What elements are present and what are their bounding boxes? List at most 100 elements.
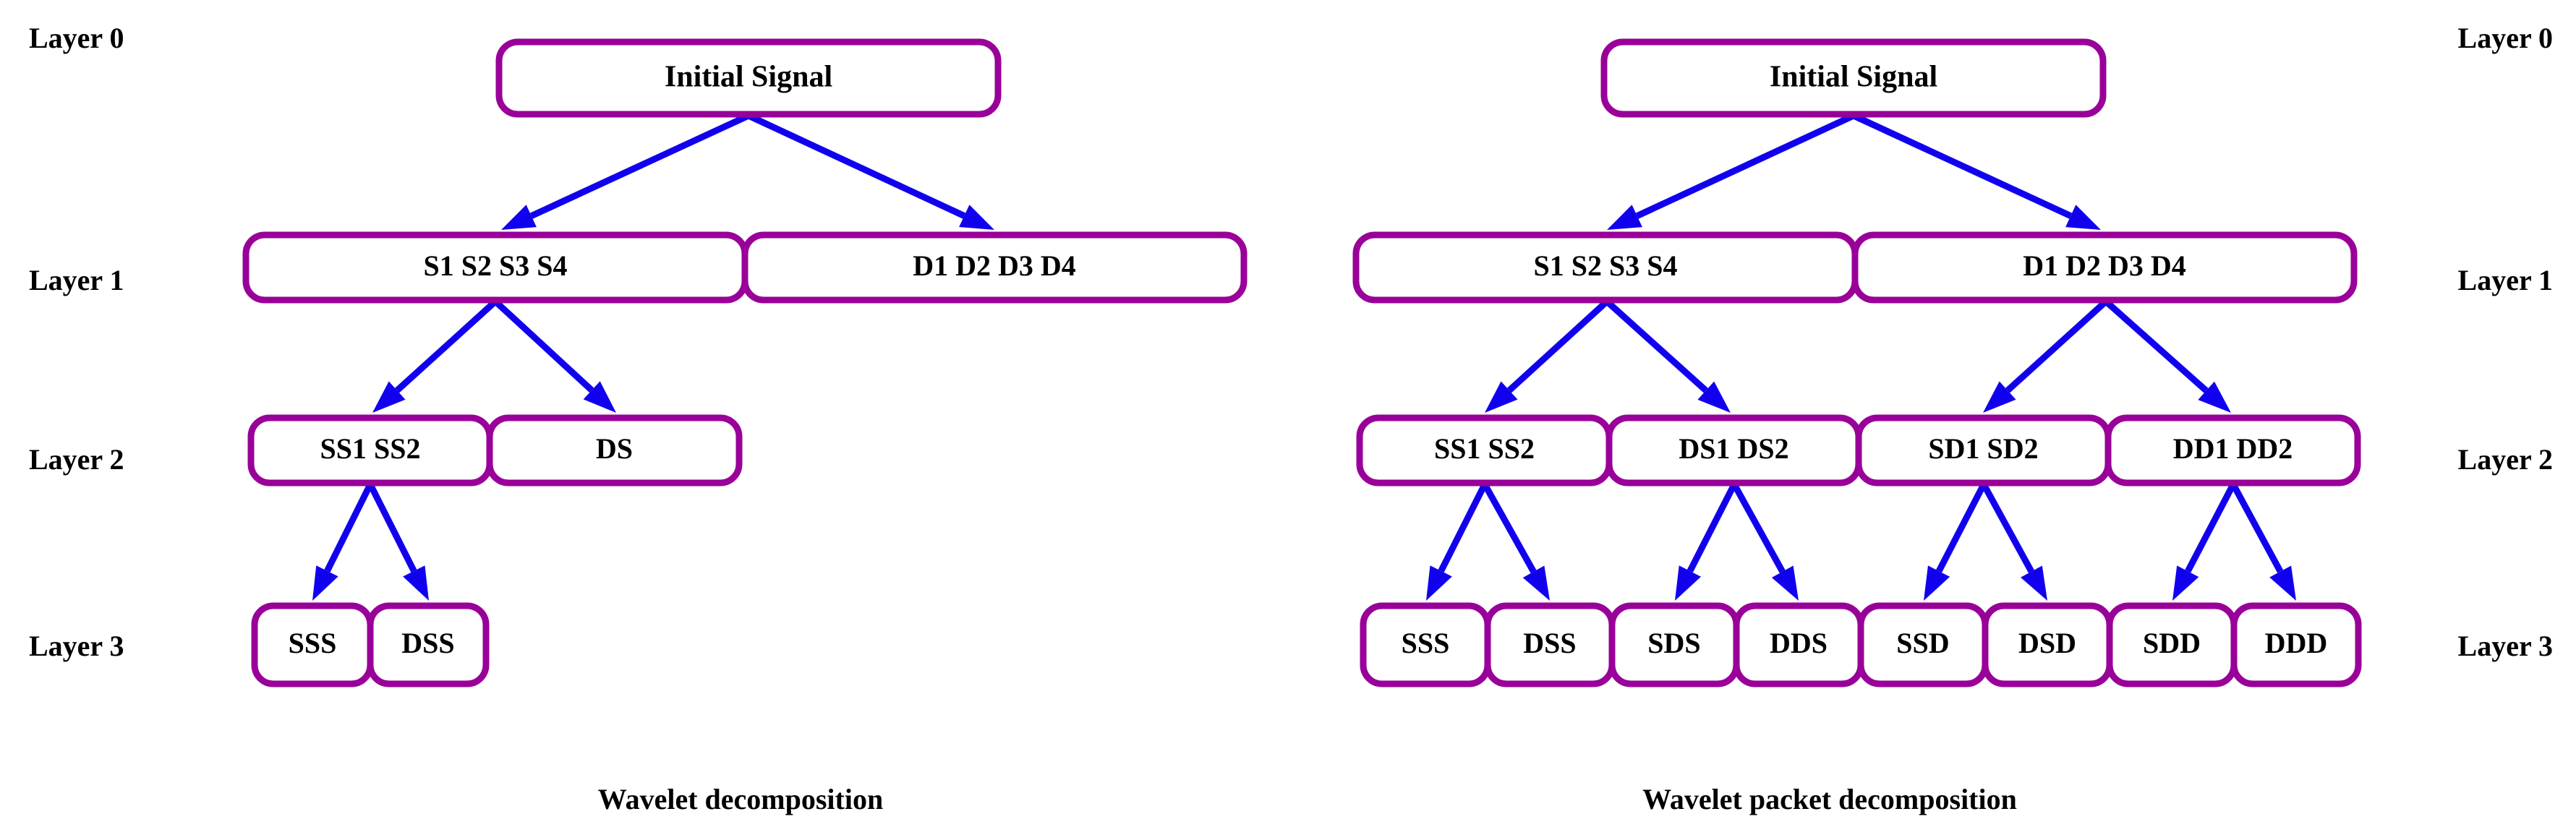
node-label: DSS [1523, 627, 1576, 659]
arrow-head-icon [312, 565, 338, 601]
layer-label-left-layer-2: Layer 2 [29, 443, 124, 476]
tree-node-ds1-ds2: DS1 DS2 [1605, 414, 1862, 487]
left-tree-edges [312, 112, 994, 601]
right-tree-edges [1426, 112, 2296, 601]
edge-shaft [1482, 482, 1537, 574]
node-label: DSS [401, 627, 454, 659]
tree-node-dss: DSS [367, 602, 490, 687]
tree-edge-R1D-to-R2DD [2104, 299, 2231, 413]
edge-shaft [1936, 482, 1987, 573]
tree-edge-R0-to-R1D [1852, 112, 2101, 230]
caption-wavelet-decomposition: Wavelet decomposition [598, 783, 883, 815]
tree-node-ds: DS [486, 414, 743, 487]
tree-node-sdd: SDD [2106, 602, 2238, 687]
node-label: DD1 DD2 [2173, 432, 2293, 465]
node-box [1851, 231, 2358, 304]
edge-shaft [1635, 112, 1855, 219]
tree-edge-R1D-to-R2SD [1983, 299, 2109, 413]
node-label: SDS [1647, 627, 1700, 659]
tree-node-sss: SSS [251, 602, 374, 687]
edge-shaft [1438, 482, 1488, 573]
node-label: S1 S2 S3 S4 [424, 249, 568, 282]
edge-shaft [2230, 482, 2284, 573]
tree-node-dds: DDS [1733, 602, 1864, 687]
node-label: SD1 SD2 [1928, 432, 2038, 465]
tree-edge-R2SD-to-R3DSD [1981, 482, 2047, 601]
arrow-head-icon [1607, 205, 1642, 230]
node-label: DS1 DS2 [1679, 432, 1788, 465]
node-label: SS1 SS2 [1434, 432, 1535, 465]
edge-shaft [2104, 299, 2209, 393]
arrow-head-icon [1426, 565, 1452, 601]
node-label: SSD [1896, 627, 1949, 659]
node-box [1600, 38, 2107, 118]
tree-edge-R1S-to-R2DS [1604, 299, 1731, 413]
layer-label-right-layer-0: Layer 0 [2458, 22, 2553, 54]
arrow-head-icon [2198, 381, 2231, 413]
tree-edge-R0-to-R1S [1607, 112, 1855, 230]
tree-node-dsd: DSD [1982, 602, 2113, 687]
edge-shaft [1604, 299, 1708, 393]
tree-edge-L1S-to-L2DS [492, 299, 616, 413]
caption-wavelet-packet-decomposition: Wavelet packet decomposition [1642, 783, 2017, 815]
arrow-head-icon [1983, 381, 2016, 413]
node-label: D1 D2 D3 D4 [913, 249, 1076, 282]
tree-node-ss1-ss2: SS1 SS2 [1356, 414, 1613, 487]
node-box [2230, 602, 2362, 687]
arrow-head-icon [2269, 565, 2296, 601]
arrow-head-icon [1924, 565, 1950, 601]
arrow-head-icon [372, 381, 406, 413]
tree-node-initial-signal: Initial Signal [495, 38, 1002, 118]
tree-edge-L2SS-to-L3SSS [312, 482, 374, 601]
layer-labels-left-column: Layer 0 Layer 1 Layer 2 Layer 3 [29, 22, 124, 662]
tree-edge-R2DS-to-R3SDS [1675, 482, 1738, 601]
arrow-head-icon [583, 381, 616, 413]
node-label: S1 S2 S3 S4 [1534, 249, 1678, 282]
node-label: DDS [1770, 627, 1827, 659]
tree-edge-L0-to-L1D [747, 112, 994, 230]
node-box [741, 231, 1248, 304]
edge-shaft [367, 482, 417, 573]
layer-label-right-layer-2: Layer 2 [2458, 443, 2553, 476]
node-label: SSS [289, 627, 337, 659]
tree-edge-R2DD-to-R3SDD [2172, 482, 2236, 601]
node-label: SDD [2143, 627, 2201, 659]
node-box [2104, 414, 2361, 487]
layer-label-left-layer-1: Layer 1 [29, 264, 124, 296]
edge-shaft [1731, 482, 1786, 573]
tree-edge-R2DS-to-R3DDS [1731, 482, 1799, 601]
node-label: D1 D2 D3 D4 [2023, 249, 2186, 282]
edge-shaft [1506, 299, 1610, 393]
tree-edge-R2DD-to-R3DDD [2230, 482, 2296, 601]
arrow-head-icon [1697, 381, 1731, 413]
edge-shaft [747, 112, 966, 219]
node-label: Initial Signal [665, 61, 832, 94]
layer-label-left-layer-0: Layer 0 [29, 22, 124, 54]
tree-node-sss: SSS [1360, 602, 1491, 687]
edge-shaft [324, 482, 374, 573]
arrow-head-icon [2065, 205, 2101, 230]
tree-node-sds: SDS [1608, 602, 1740, 687]
layer-label-right-layer-3: Layer 3 [2458, 630, 2553, 662]
tree-node-d1-d2-d3-d4: D1 D2 D3 D4 [1851, 231, 2358, 304]
tree-edge-R1S-to-R2SS [1485, 299, 1610, 413]
arrow-head-icon [1771, 565, 1799, 601]
tree-node-sd1-sd2: SD1 SD2 [1855, 414, 2112, 487]
layer-label-left-layer-3: Layer 3 [29, 630, 124, 662]
edge-shaft [1852, 112, 2073, 219]
node-box [495, 38, 1002, 118]
diagram-captions: Wavelet decomposition Wavelet packet deco… [598, 783, 2017, 815]
tree-node-s1-s2-s3-s4: S1 S2 S3 S4 [1352, 231, 1859, 304]
node-box [367, 602, 490, 687]
edge-shaft [492, 299, 594, 393]
tree-node-dd1-dd2: DD1 DD2 [2104, 414, 2361, 487]
tree-edge-L0-to-L1S [501, 112, 750, 230]
tree-edge-R2SD-to-R3SSD [1924, 482, 1987, 601]
edge-shaft [1686, 482, 1738, 573]
edge-shaft [395, 299, 498, 393]
arrow-head-icon [403, 565, 429, 601]
